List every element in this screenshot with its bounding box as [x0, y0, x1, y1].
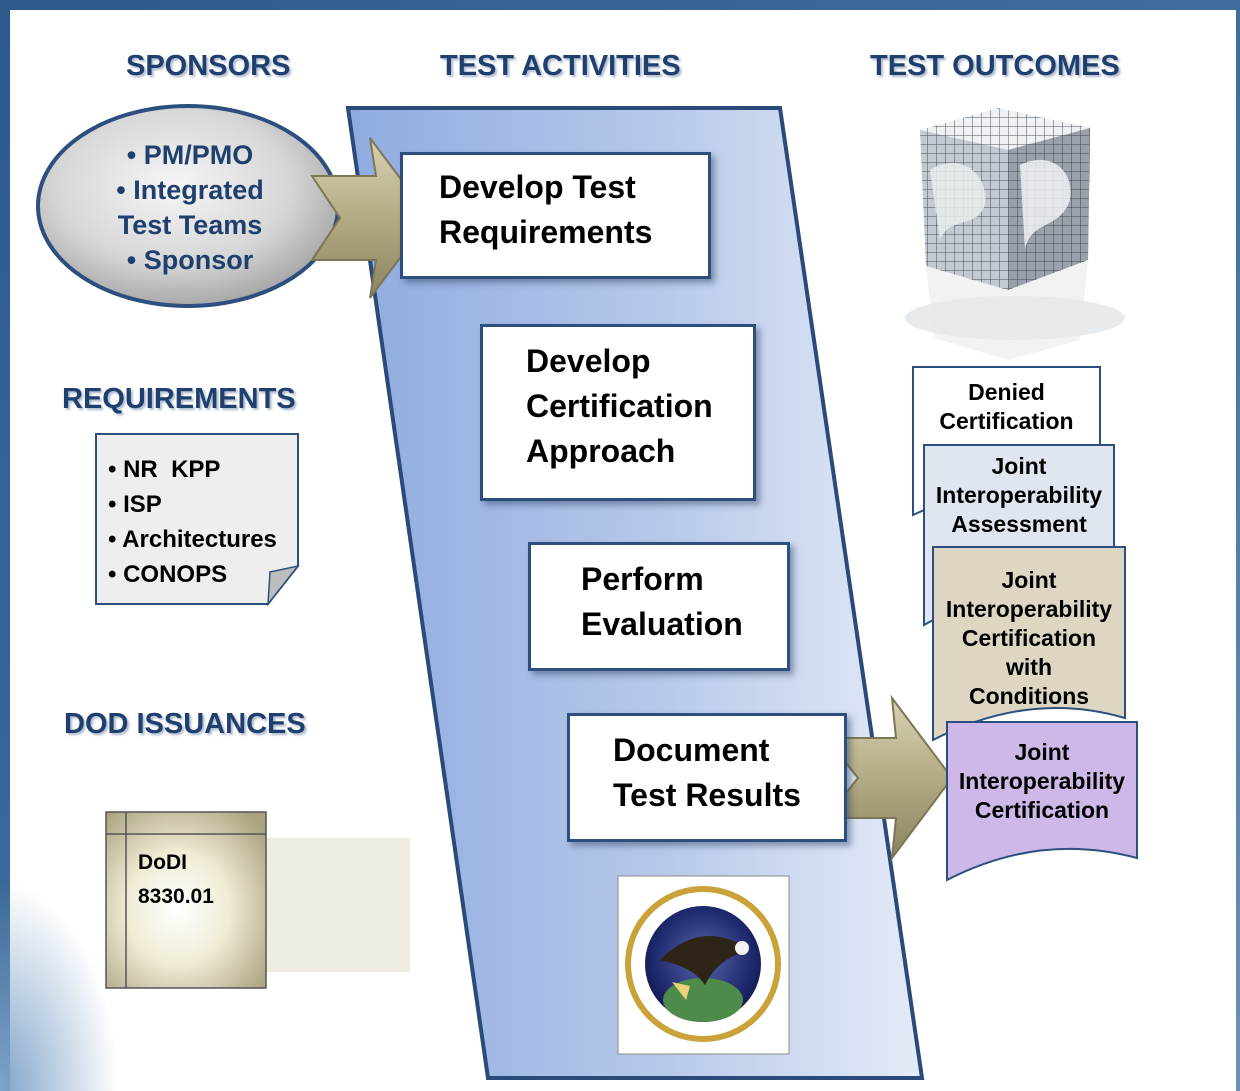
requirements-document [95, 433, 300, 607]
arrow-to-certification [823, 694, 954, 862]
globe-cube-icon [905, 108, 1125, 360]
activity-develop-certification-approach: Develop Certification Approach [480, 324, 756, 501]
test-outcomes-header: TEST OUTCOMES [870, 50, 1120, 82]
activity-line: Approach [526, 433, 676, 469]
requirements-list: • NR KPP • ISP • Architectures • CONOPS [108, 452, 277, 592]
outcome-line: Conditions [968, 683, 1090, 709]
outcome-interoperability-certification: Joint Interoperability Certification [947, 738, 1137, 825]
outcome-line: Certification [974, 797, 1110, 823]
outcome-denied-certification: Denied Certification [913, 378, 1100, 436]
dodi-label: DoDI 8330.01 [138, 846, 214, 914]
outcome-line: Interoperability [945, 596, 1113, 622]
outcome-line: Joint [1001, 567, 1057, 593]
activity-line: Requirements [439, 214, 653, 250]
outcome-line: Joint [1014, 739, 1070, 765]
sponsor-item: • Integrated [116, 175, 264, 205]
dodi-line: 8330.01 [138, 885, 214, 908]
activity-develop-test-requirements: Develop Test Requirements [400, 152, 711, 279]
sponsor-item: • Sponsor [126, 245, 254, 275]
test-activities-header: TEST ACTIVITIES [440, 50, 681, 82]
corner-glow [0, 880, 120, 1091]
activity-document-test-results: Document Test Results [567, 713, 847, 842]
activity-line: Document [613, 732, 770, 768]
outcome-line: Interoperability [958, 768, 1126, 794]
activity-perform-evaluation: Perform Evaluation [528, 542, 790, 671]
outcome-interoperability-assessment: Joint Interoperability Assessment [924, 452, 1114, 539]
sponsor-item: • PM/PMO [126, 140, 254, 170]
sponsors-list: • PM/PMO • Integrated Test Teams • Spons… [90, 138, 290, 278]
activity-line: Certification [526, 388, 713, 424]
outcome-line: Assessment [951, 511, 1087, 537]
dodi-line: DoDI [138, 851, 187, 874]
activity-line: Perform [581, 561, 704, 597]
sponsor-item: Test Teams [117, 210, 263, 240]
activity-line: Test Results [613, 777, 801, 813]
requirement-item: • CONOPS [108, 561, 228, 588]
outcome-certification-doc [946, 721, 1138, 882]
dod-issuance-book [105, 811, 410, 989]
outcome-line: Denied [968, 379, 1045, 405]
disa-jitc-seal-icon [617, 875, 790, 1055]
requirement-item: • ISP [108, 491, 162, 518]
activity-line: Evaluation [581, 606, 743, 642]
sponsors-header: SPONSORS [126, 50, 291, 82]
dod-issuances-header: DOD ISSUANCES [64, 708, 306, 740]
outcome-certification-with-conditions: Joint Interoperability Certification wit… [933, 566, 1125, 711]
requirements-header: REQUIREMENTS [62, 383, 296, 415]
outcome-line: Joint [991, 453, 1047, 479]
outcome-line: Certification [939, 408, 1074, 434]
outcome-line: with [1006, 654, 1052, 680]
activity-line: Develop Test [439, 169, 636, 205]
outcome-line: Interoperability [935, 482, 1103, 508]
requirement-item: • NR KPP [108, 456, 221, 483]
requirement-item: • Architectures [108, 526, 277, 553]
arrow-to-develop-requirements [310, 137, 432, 299]
outcome-line: Certification [961, 625, 1097, 651]
activity-line: Develop [526, 343, 651, 379]
